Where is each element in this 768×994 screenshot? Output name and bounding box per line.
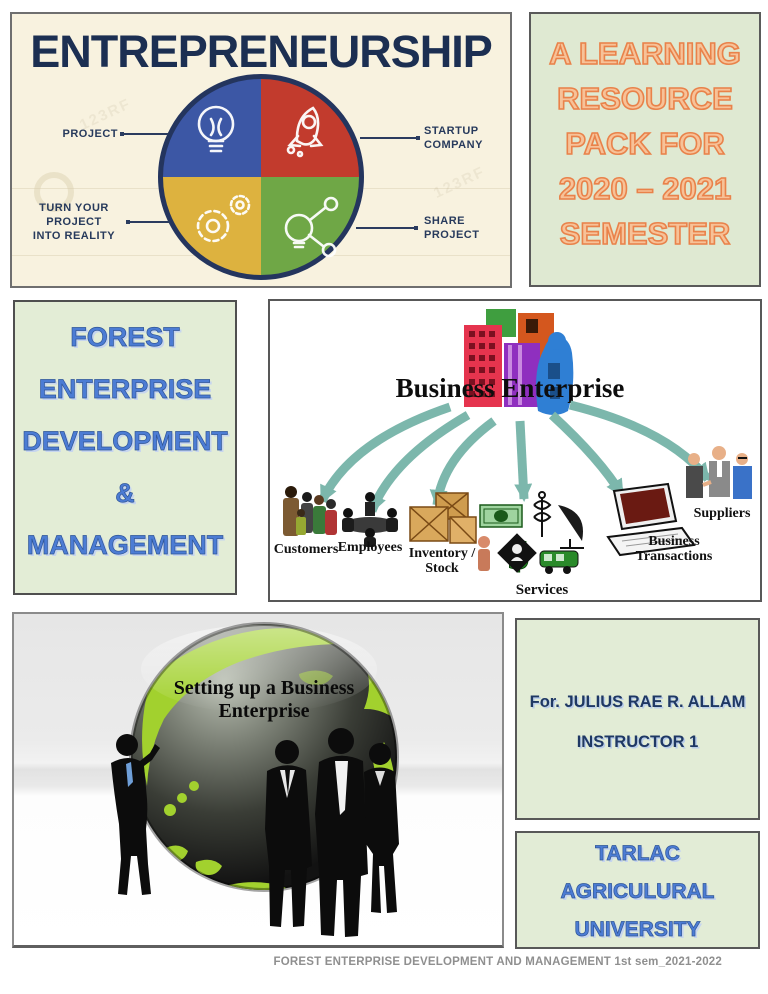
service-diamond-icon: [497, 533, 537, 573]
globe-caption-line-1: Setting up a Business: [174, 677, 355, 699]
connector-line: [130, 221, 170, 223]
label-share-project: SHARE PROJECT: [424, 215, 480, 241]
label-inventory-1: Inventory /: [409, 546, 477, 561]
label-project: PROJECT: [62, 128, 118, 140]
rocket-icon: [286, 106, 324, 158]
resource-line-4: 2020 – 2021: [558, 170, 732, 207]
connector-dot: [120, 132, 124, 136]
entrepreneurship-infographic-panel: 123RF 123RF ENTREPRENEURSHIP: [10, 12, 512, 288]
globe-illustration: Setting up a Business Enterprise: [111, 622, 399, 937]
connector-line: [360, 137, 416, 139]
course-line-4: &: [115, 478, 135, 509]
label-suppliers: Suppliers: [694, 506, 751, 521]
laptop-clipart: [606, 482, 696, 557]
employees-clipart: [342, 492, 398, 547]
resource-pack-panel: A LEARNING RESOURCE PACK FOR 2020 – 2021…: [529, 12, 761, 287]
label-employees: Employees: [338, 540, 403, 555]
connector-dot: [126, 220, 130, 224]
connector-dot: [414, 226, 418, 230]
suppliers-clipart: [686, 446, 752, 499]
caduceus-icon: [533, 491, 552, 537]
course-line-3: DEVELOPMENT: [22, 426, 228, 457]
label-startup-company: STARTUP COMPANY: [424, 125, 483, 151]
connector-line: [356, 227, 414, 229]
university-line-3: UNIVERSITY: [574, 918, 701, 942]
business-diagram-title: Business Enterprise: [396, 373, 625, 403]
entrepreneurship-quadrant-circle: [158, 74, 364, 280]
label-transactions-1: Business: [648, 534, 700, 549]
watermark-text: 123RF: [430, 163, 489, 202]
resource-line-3: PACK FOR: [564, 125, 725, 162]
business-enterprise-diagram: Business Enterprise Customers: [274, 309, 752, 598]
course-title-panel: FOREST ENTERPRISE DEVELOPMENT & MANAGEME…: [13, 300, 237, 595]
white-tie: [335, 761, 348, 815]
customers-clipart: [283, 486, 337, 536]
watermark-logo-ring: [34, 172, 74, 212]
university-line-2: AGRICULURAL: [560, 880, 715, 904]
train-icon: [539, 550, 579, 574]
resource-line-5: SEMESTER: [559, 215, 731, 252]
course-line-2: ENTERPRISE: [38, 374, 212, 405]
resource-line-2: RESOURCE: [556, 80, 733, 117]
blue-tie: [126, 762, 133, 787]
inventory-crates-clipart: [409, 492, 477, 544]
connector-line: [124, 133, 168, 135]
label-inventory-2: Stock: [425, 561, 459, 576]
gears-icon: [196, 194, 251, 243]
course-line-5: MANAGEMENT: [26, 530, 224, 561]
lightbulb-icon: [197, 105, 235, 153]
label-services: Services: [516, 582, 569, 598]
university-line-1: TARLAC: [595, 842, 680, 866]
quadrant-icons: [196, 105, 339, 258]
entrepreneurship-title: ENTREPRENEURSHIP: [30, 26, 493, 77]
buildings-clipart: [464, 309, 574, 415]
globe-caption-line-2: Enterprise: [218, 700, 309, 722]
instructor-panel: For. JULIUS RAE R. ALLAM INSTRUCTOR 1: [515, 618, 760, 820]
globe-panel: Setting up a Business Enterprise: [12, 612, 504, 948]
label-turn-project: TURN YOUR PROJECT INTO REALITY: [32, 202, 116, 242]
instructor-name: For. JULIUS RAE R. ALLAM: [529, 693, 746, 711]
business-enterprise-diagram-panel: Business Enterprise Customers: [268, 299, 762, 602]
course-line-1: FOREST: [70, 322, 180, 353]
satellite-dish-icon: [558, 505, 584, 549]
label-customers: Customers: [274, 542, 339, 557]
share-network-icon: [284, 196, 339, 258]
services-clipart: $: [478, 491, 584, 580]
footer-course-note: FOREST ENTERPRISE DEVELOPMENT AND MANAGE…: [273, 956, 722, 968]
resource-line-1: A LEARNING: [548, 35, 741, 72]
business-team-silhouettes: [265, 728, 399, 937]
label-transactions-2: Transactions: [636, 549, 713, 564]
connector-dot: [416, 136, 420, 140]
instructor-title: INSTRUCTOR 1: [576, 733, 699, 751]
businessman-on-phone-silhouette: [111, 734, 160, 895]
university-panel: TARLAC AGRICULURAL UNIVERSITY: [515, 831, 760, 949]
